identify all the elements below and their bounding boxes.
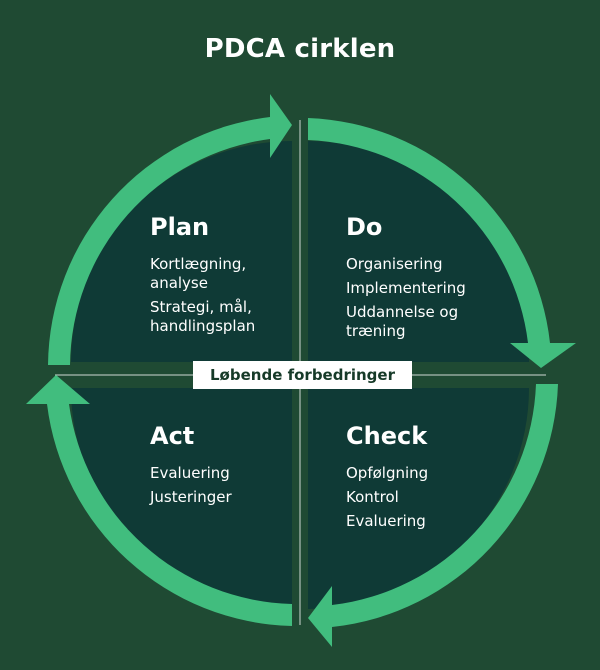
plan-arrow [48, 94, 292, 365]
act-heading: Act [150, 422, 195, 450]
do-heading: Do [346, 213, 383, 241]
page-title: PDCA cirklen [204, 34, 396, 64]
check-item: Evaluering [346, 512, 426, 530]
check-item: Kontrol [346, 488, 399, 506]
check-item: Opfølgning [346, 464, 429, 482]
plan-item: Kortlægning, analyse [150, 255, 247, 292]
do-item: Uddannelse og træning [346, 303, 459, 340]
plan-item: Strategi, mål, handlingsplan [150, 298, 256, 335]
act-item: Justeringer [150, 488, 232, 506]
check-heading: Check [346, 422, 428, 450]
do-quadrant-text: Do Organisering Implementering Uddannels… [346, 213, 506, 346]
plan-heading: Plan [150, 213, 210, 241]
plan-quadrant [71, 141, 292, 362]
act-arrow [26, 375, 292, 626]
act-quadrant [71, 388, 292, 609]
check-arrow [308, 384, 558, 647]
act-quadrant-text: Act Evaluering Justeringer [150, 422, 290, 512]
do-item: Organisering [346, 255, 443, 273]
do-quadrant [308, 141, 529, 362]
center-label: Løbende forbedringer [193, 361, 412, 389]
check-quadrant [308, 388, 529, 609]
plan-quadrant-text: Plan Kortlægning, analyse Strategi, mål,… [150, 213, 290, 341]
do-arrow [308, 118, 576, 368]
do-item: Implementering [346, 279, 466, 297]
act-item: Evaluering [150, 464, 230, 482]
check-quadrant-text: Check Opfølgning Kontrol Evaluering [346, 422, 506, 536]
